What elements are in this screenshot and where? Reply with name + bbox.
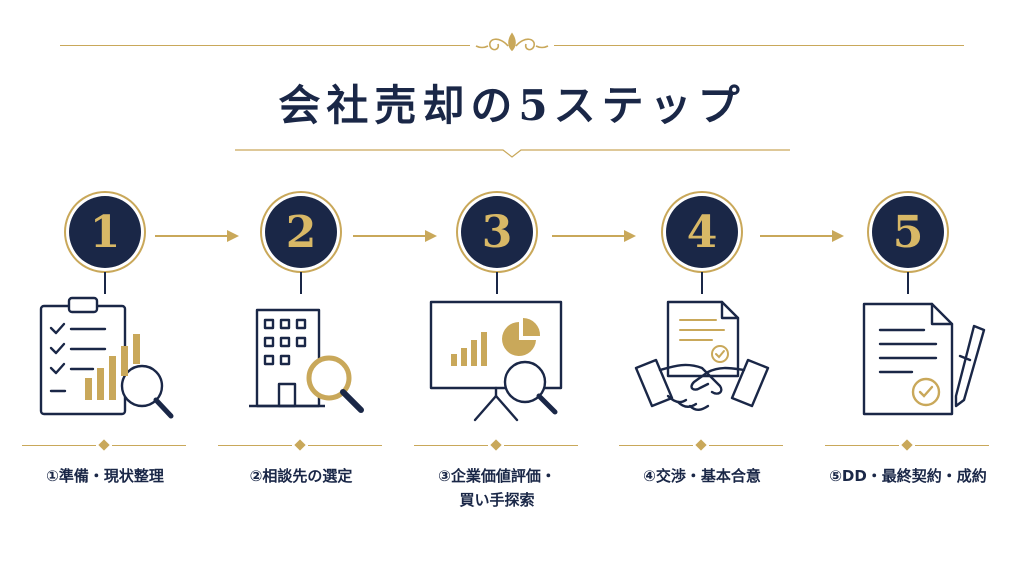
step-divider (196, 439, 406, 451)
connector-stem (701, 272, 703, 294)
connector-stem (104, 272, 106, 294)
connector-stem (907, 272, 909, 294)
step-number-badge: 2 (265, 196, 337, 268)
connector-stem (496, 272, 498, 294)
step-label: ②相談先の選定 (249, 467, 353, 485)
step-5: 5 ⑤DD・最終契約・成約 (803, 196, 1013, 526)
top-divider-right (554, 45, 964, 46)
step-divider (597, 439, 807, 451)
arrow-right-icon (760, 230, 844, 242)
step-3: 3 ③企業価値評価・ 買い手探索 (392, 196, 602, 526)
step-number-badge: 3 (461, 196, 533, 268)
connector-stem (300, 272, 302, 294)
step-number-badge: 5 (872, 196, 944, 268)
step-number-badge: 1 (69, 196, 141, 268)
contract-pen-icon (862, 302, 986, 416)
step-label: ③企業価値評価・ 買い手探索 (438, 467, 556, 509)
step-2: 2 ②相談先の選定 (196, 196, 406, 526)
handshake-document-icon (634, 300, 770, 411)
step-divider (803, 439, 1013, 451)
arrow-right-icon (552, 230, 636, 242)
step-1: 1 ①準備・現状整理 (0, 196, 210, 526)
page-title: 会社売却の5ステップ (278, 81, 746, 130)
arrow-right-icon (353, 230, 437, 242)
building-magnifier-icon (249, 308, 364, 413)
step-label: ⑤DD・最終契約・成約 (829, 467, 987, 485)
step-divider (392, 439, 602, 451)
step-4: 4 ④交渉・基本合意 (597, 196, 807, 526)
step-label: ①準備・現状整理 (46, 467, 164, 485)
presentation-board-magnifier-icon (429, 300, 563, 422)
step-divider (0, 439, 210, 451)
ornament-icon (475, 32, 549, 52)
step-label: ④交渉・基本合意 (643, 467, 761, 485)
top-divider-left (60, 45, 470, 46)
title-underline (235, 149, 790, 158)
step-number-badge: 4 (666, 196, 738, 268)
clipboard-chart-magnifier-icon (39, 296, 174, 419)
arrow-right-icon (155, 230, 239, 242)
